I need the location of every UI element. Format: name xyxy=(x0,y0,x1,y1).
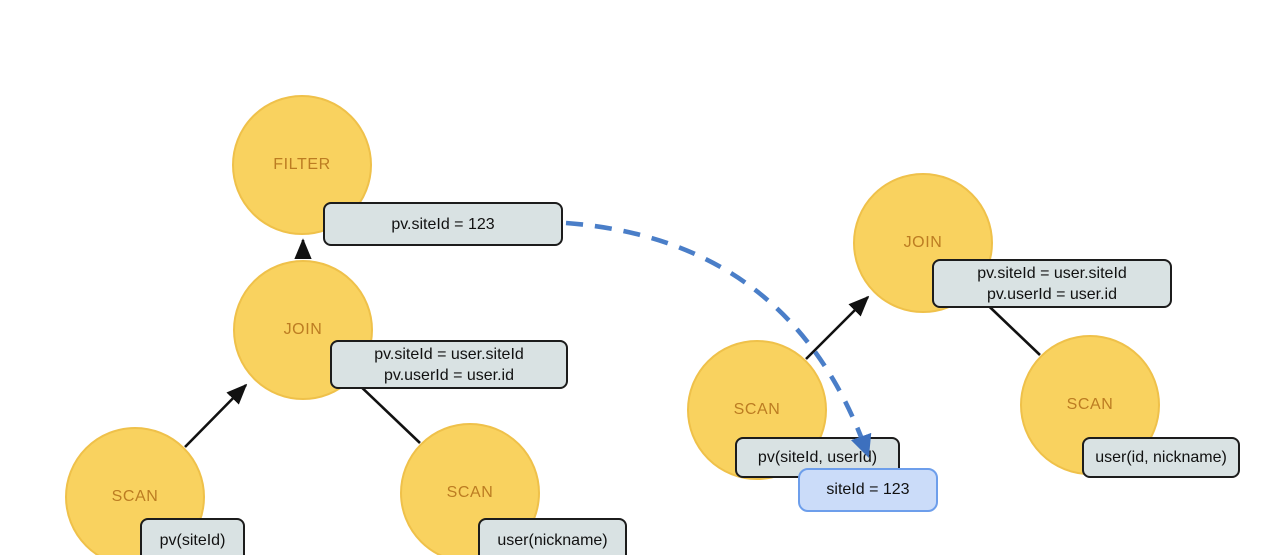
scan-node-label: SCAN xyxy=(733,401,781,418)
join-condition-label-right: pv.siteId = user.siteId pv.userId = user… xyxy=(932,259,1172,308)
scan-table-text: pv(siteId) xyxy=(159,532,226,549)
filter-condition-text: pv.siteId = 123 xyxy=(391,215,495,233)
scan-table-text: pv(siteId, userId) xyxy=(757,449,878,466)
pushed-down-filter-label: siteId = 123 xyxy=(798,468,938,512)
scan-node-label: SCAN xyxy=(446,484,494,501)
join-condition-line2: pv.userId = user.id xyxy=(987,285,1117,303)
join-condition-line2: pv.userId = user.id xyxy=(384,366,514,384)
scan-node-label: SCAN xyxy=(1066,396,1114,413)
scan-table-text: user(nickname) xyxy=(497,532,608,549)
join-condition-line1: pv.siteId = user.siteId xyxy=(977,264,1127,282)
edge-scanpv-to-join-left xyxy=(184,383,248,448)
join-node-label: JOIN xyxy=(903,234,943,251)
filter-condition-label-left: pv.siteId = 123 xyxy=(323,202,563,246)
join-condition-label-left: pv.siteId = user.siteId pv.userId = user… xyxy=(330,340,568,389)
scan-pv-table-label-left: pv(siteId) xyxy=(140,518,245,555)
pushed-filter-text: siteId = 123 xyxy=(826,481,910,498)
edge-join-to-scanuser-left xyxy=(354,380,421,444)
join-condition-line1: pv.siteId = user.siteId xyxy=(374,345,524,363)
scan-user-table-label-left: user(nickname) xyxy=(478,518,627,555)
join-node-label: JOIN xyxy=(283,321,323,338)
scan-table-text: user(id, nickname) xyxy=(1095,449,1227,466)
scan-node-label: SCAN xyxy=(111,488,159,505)
edge-scanpv-to-join-right xyxy=(805,295,870,360)
scan-user-table-label-right: user(id, nickname) xyxy=(1082,437,1240,478)
filter-node-label: FILTER xyxy=(273,156,331,173)
